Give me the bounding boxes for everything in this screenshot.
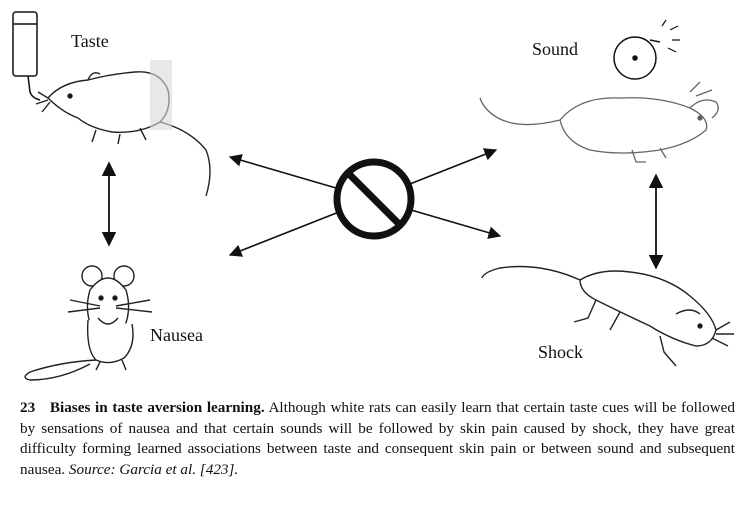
diagram-svg [0,0,753,395]
label-shock: Shock [538,342,583,363]
taste-rat [36,60,210,196]
bell-icon [614,20,680,79]
sound-rat [480,82,718,162]
caption-title: Biases in taste aversion learning. [50,399,265,416]
caption-number: 23 [20,399,35,416]
shock-rat [482,267,734,367]
no-symbol-icon [337,162,411,236]
figure-caption: 23 Biases in taste aversion learning. Al… [20,398,735,480]
label-nausea: Nausea [150,325,203,346]
nausea-rat [25,266,152,380]
drip-bottle-icon [13,12,40,100]
label-sound: Sound [532,39,578,60]
label-taste: Taste [71,31,109,52]
caption-source: Source: Garcia et al. [423]. [69,461,238,478]
diagram: Taste Sound Nausea Shock [0,0,753,395]
